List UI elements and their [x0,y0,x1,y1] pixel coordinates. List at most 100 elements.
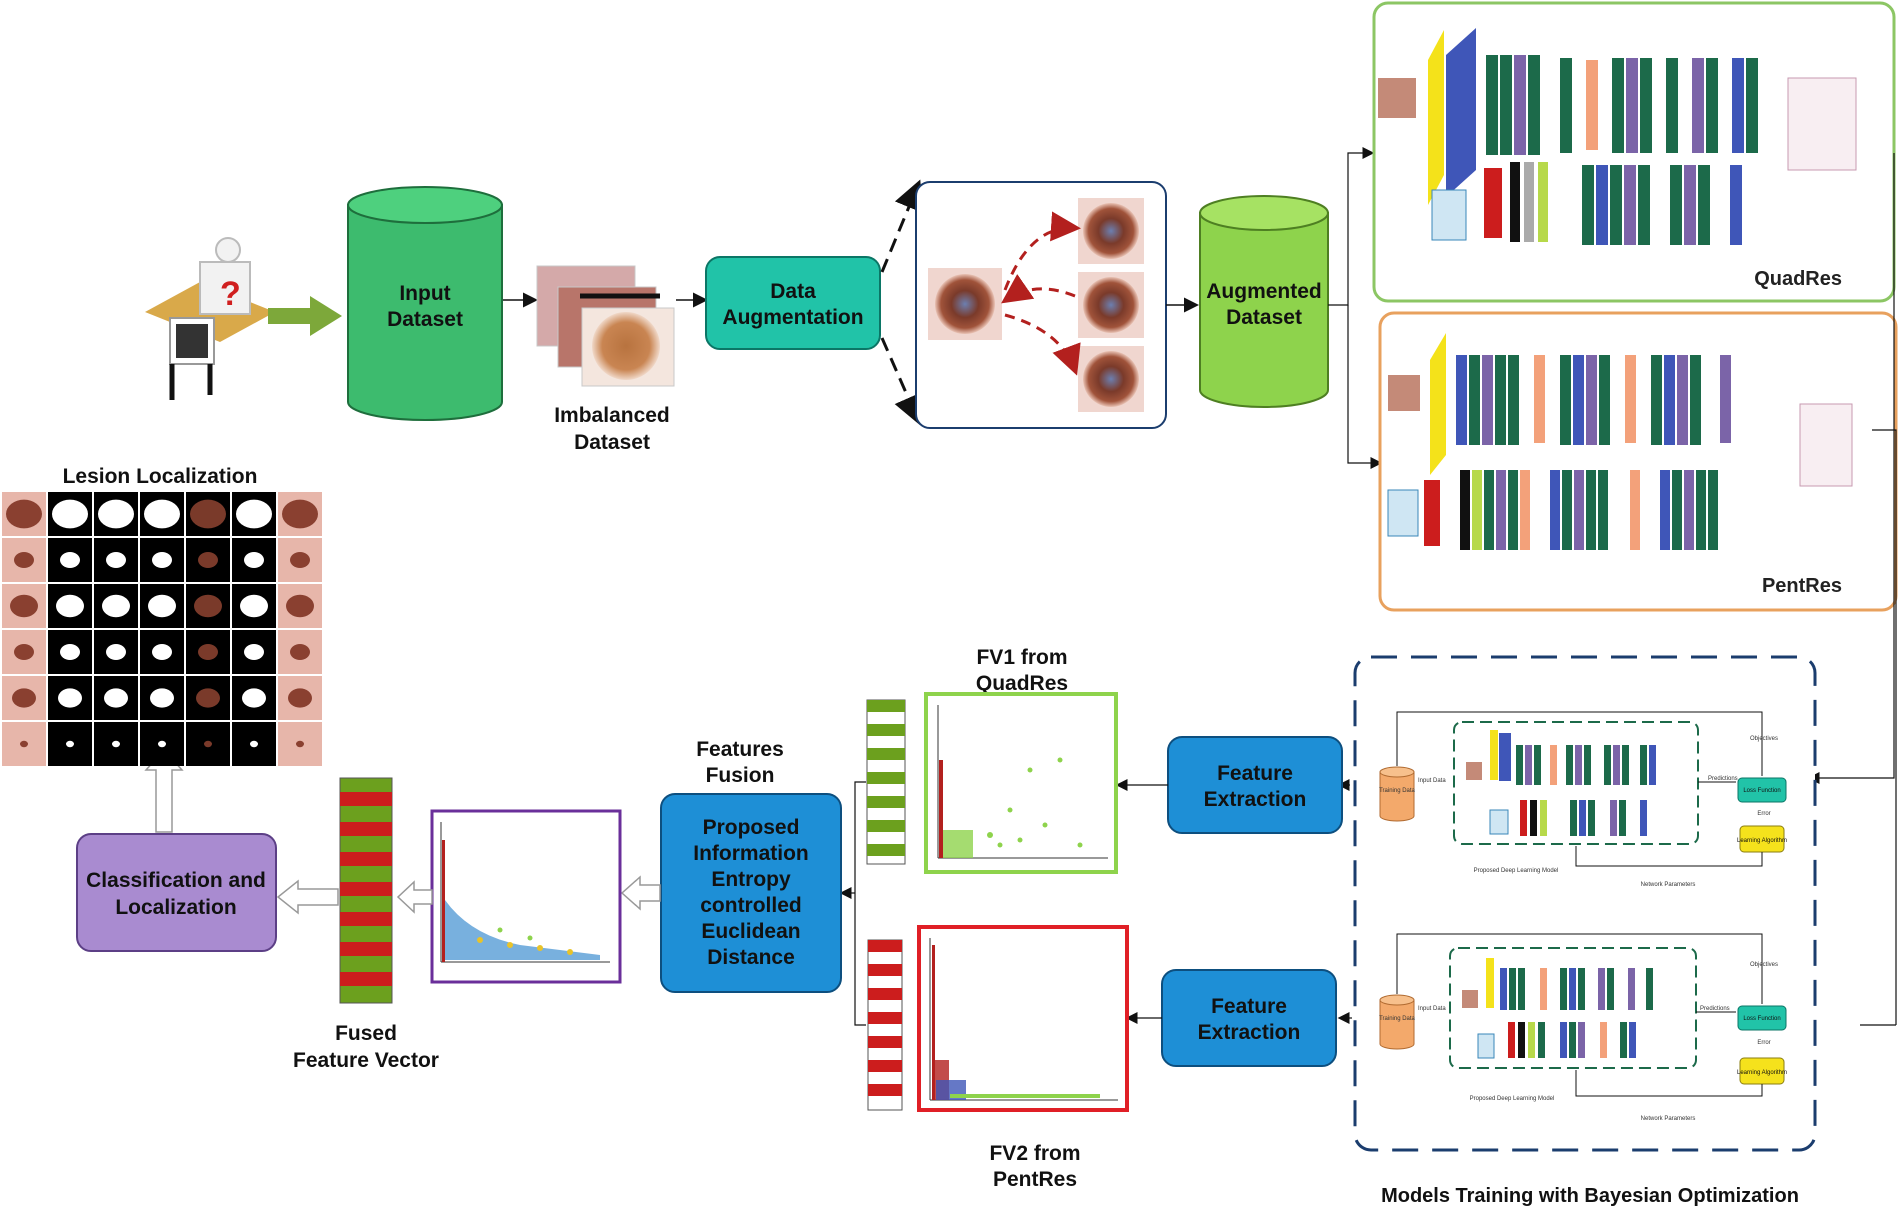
lesion-mask [240,594,268,618]
lesion-mask [12,688,36,708]
fv1-scatter [937,705,1108,859]
lesion-mask [158,740,166,748]
lesion-mask [10,594,38,618]
input-dataset-cylinder [347,186,503,421]
lesion-mask [204,740,212,748]
fused-scatter [440,822,610,963]
fv2-scatter [929,938,1118,1101]
models-training-label: Models Training with Bayesian Optimizati… [1381,1185,1799,1207]
lesion-mask [288,688,312,708]
svg-text:Training Data: Training Data [1379,1016,1415,1022]
lesion-mask [60,552,80,568]
lesion-mask [152,552,172,568]
svg-text:Training Data: Training Data [1379,788,1415,794]
lesion-mask [286,594,314,618]
training-unit-bottom: Training Data Input Data Predictions Los… [1379,933,1787,1122]
svg-text:Predictions: Predictions [1700,1006,1730,1012]
lesion-mask [60,644,80,660]
fv1-vector [866,699,906,865]
svg-text:Loss Function: Loss Function [1743,788,1780,794]
arrow-to-classification [276,879,339,915]
svg-text:Objectives: Objectives [1750,962,1778,968]
lesion-mask [20,740,28,748]
lesion-mask [282,499,318,529]
quadres-network [1378,28,1857,245]
svg-text:Network Parameters: Network Parameters [1641,1116,1696,1122]
fv2-plot [917,925,1129,1112]
pentres-label: PentRes [1762,575,1842,597]
lesion-mask [198,644,218,660]
feature-extraction-bottom-box [1161,969,1337,1067]
lesion-mask [190,499,226,529]
augmented-dataset-cylinder [1199,195,1329,408]
lesion-mask [244,552,264,568]
feature-extraction-top-box [1167,736,1343,834]
lesion-mask [150,688,174,708]
quadres-label: QuadRes [1754,268,1842,290]
lesion-mask [152,644,172,660]
lesion-mask [250,740,258,748]
training-unit-top: Training Data Input Data Predictions Los… [1379,711,1787,888]
lesion-mask [52,499,88,529]
svg-text:Learning Algorithm: Learning Algorithm [1737,838,1787,844]
lesion-mask [6,499,42,529]
arrow-to-input [268,296,342,336]
svg-text:Network Parameters: Network Parameters [1641,882,1696,888]
proposed-method-box [660,793,842,993]
lesion-mask [242,688,266,708]
arrow-to-fused-plot [620,875,661,911]
lesion-mask [102,594,130,618]
svg-text:Proposed Deep Learning Model: Proposed Deep Learning Model [1474,868,1559,874]
lesion-mask [290,644,310,660]
lesion-mask [236,499,272,529]
svg-text:Objectives: Objectives [1750,736,1778,742]
lesion-mask [106,552,126,568]
lesion-mask [106,644,126,660]
lesion-mask [56,594,84,618]
augmented-lesion-images [928,198,1144,412]
lesion-mask [198,552,218,568]
lesion-localization-label: Lesion Localization [63,465,258,488]
lesion-mask [104,688,128,708]
svg-text:Input Data: Input Data [1418,1006,1446,1012]
lesion-mask [194,594,222,618]
lesion-mask [98,499,134,529]
svg-text:Predictions: Predictions [1708,776,1738,782]
lesion-mask [290,552,310,568]
lesion-localization-grid [2,492,322,766]
svg-text:Error: Error [1757,1040,1770,1046]
fused-feature-vector [339,777,393,1004]
data-augmentation-box [705,256,881,350]
pentres-network [1387,333,1853,550]
lesion-mask [196,688,220,708]
person-question-icon: ? [145,237,275,400]
arrow-to-fused-vector [396,880,433,914]
lesion-mask [14,644,34,660]
classification-box [76,833,277,952]
lesion-mask [112,740,120,748]
svg-text:Input Data: Input Data [1418,778,1446,784]
svg-text:Learning Algorithm: Learning Algorithm [1737,1070,1787,1076]
models-training-panel [1353,655,1817,1152]
fv2-vector [867,939,903,1111]
lesion-mask [58,688,82,708]
svg-text:Proposed Deep Learning Model: Proposed Deep Learning Model [1470,1096,1555,1102]
lesion-mask [144,499,180,529]
svg-text:Error: Error [1757,811,1770,817]
lesion-mask [244,644,264,660]
lesion-mask [296,740,304,748]
lesion-mask [14,552,34,568]
